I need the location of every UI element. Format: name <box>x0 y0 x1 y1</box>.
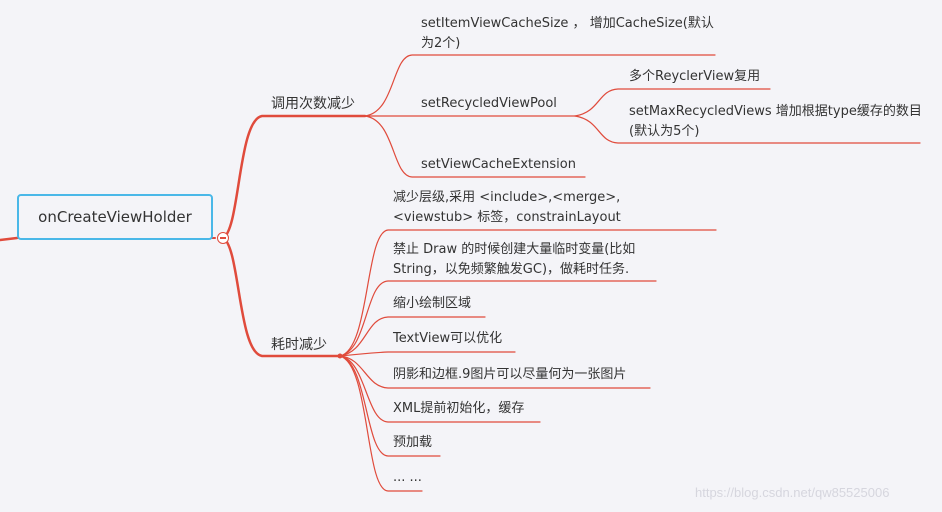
node-no-temp-vars-in-draw[interactable]: 禁止 Draw 的时候创建大量临时变量(比如String，以免频繁触发GC)，做… <box>393 242 636 277</box>
node-shrink-draw-area[interactable]: 缩小绘制区域 <box>393 296 472 311</box>
node-ellipsis[interactable]: ... ... <box>393 470 422 485</box>
node-set-max-recycled-views[interactable]: setMaxRecycledViews 增加根据type缓存的数目(默认为5个) <box>629 104 922 139</box>
node-set-item-view-cache-size[interactable]: setItemViewCacheSize ， 增加CacheSize(默认为2个… <box>421 16 714 51</box>
node-textview-optimize[interactable]: TextView可以优化 <box>393 331 503 346</box>
root-label: onCreateViewHolder <box>38 208 192 226</box>
node-set-view-cache-extension[interactable]: setViewCacheExtension <box>421 157 576 172</box>
node-multiple-recyclerview-reuse[interactable]: 多个ReyclerView复用 <box>629 69 761 84</box>
node-shadow-border-9patch[interactable]: 阴影和边框.9图片可以尽量何为一张图片 <box>393 367 627 382</box>
watermark: https://blog.csdn.net/qw85525006 <box>695 485 890 500</box>
node-preload[interactable]: 预加载 <box>393 435 433 450</box>
node-reduce-hierarchy[interactable]: 减少层级,采用 <include>,<merge>, <viewstub> 标签… <box>393 190 621 225</box>
root-node[interactable]: onCreateViewHolder <box>17 194 213 240</box>
branch-time-cost[interactable]: 耗时减少 <box>271 337 327 353</box>
node-set-recycled-view-pool[interactable]: setRecycledViewPool <box>421 96 557 111</box>
branch-call-count[interactable]: 调用次数减少 <box>271 96 355 112</box>
node-xml-preinit-cache[interactable]: XML提前初始化，缓存 <box>393 401 525 416</box>
collapse-toggle-icon[interactable] <box>217 232 229 244</box>
